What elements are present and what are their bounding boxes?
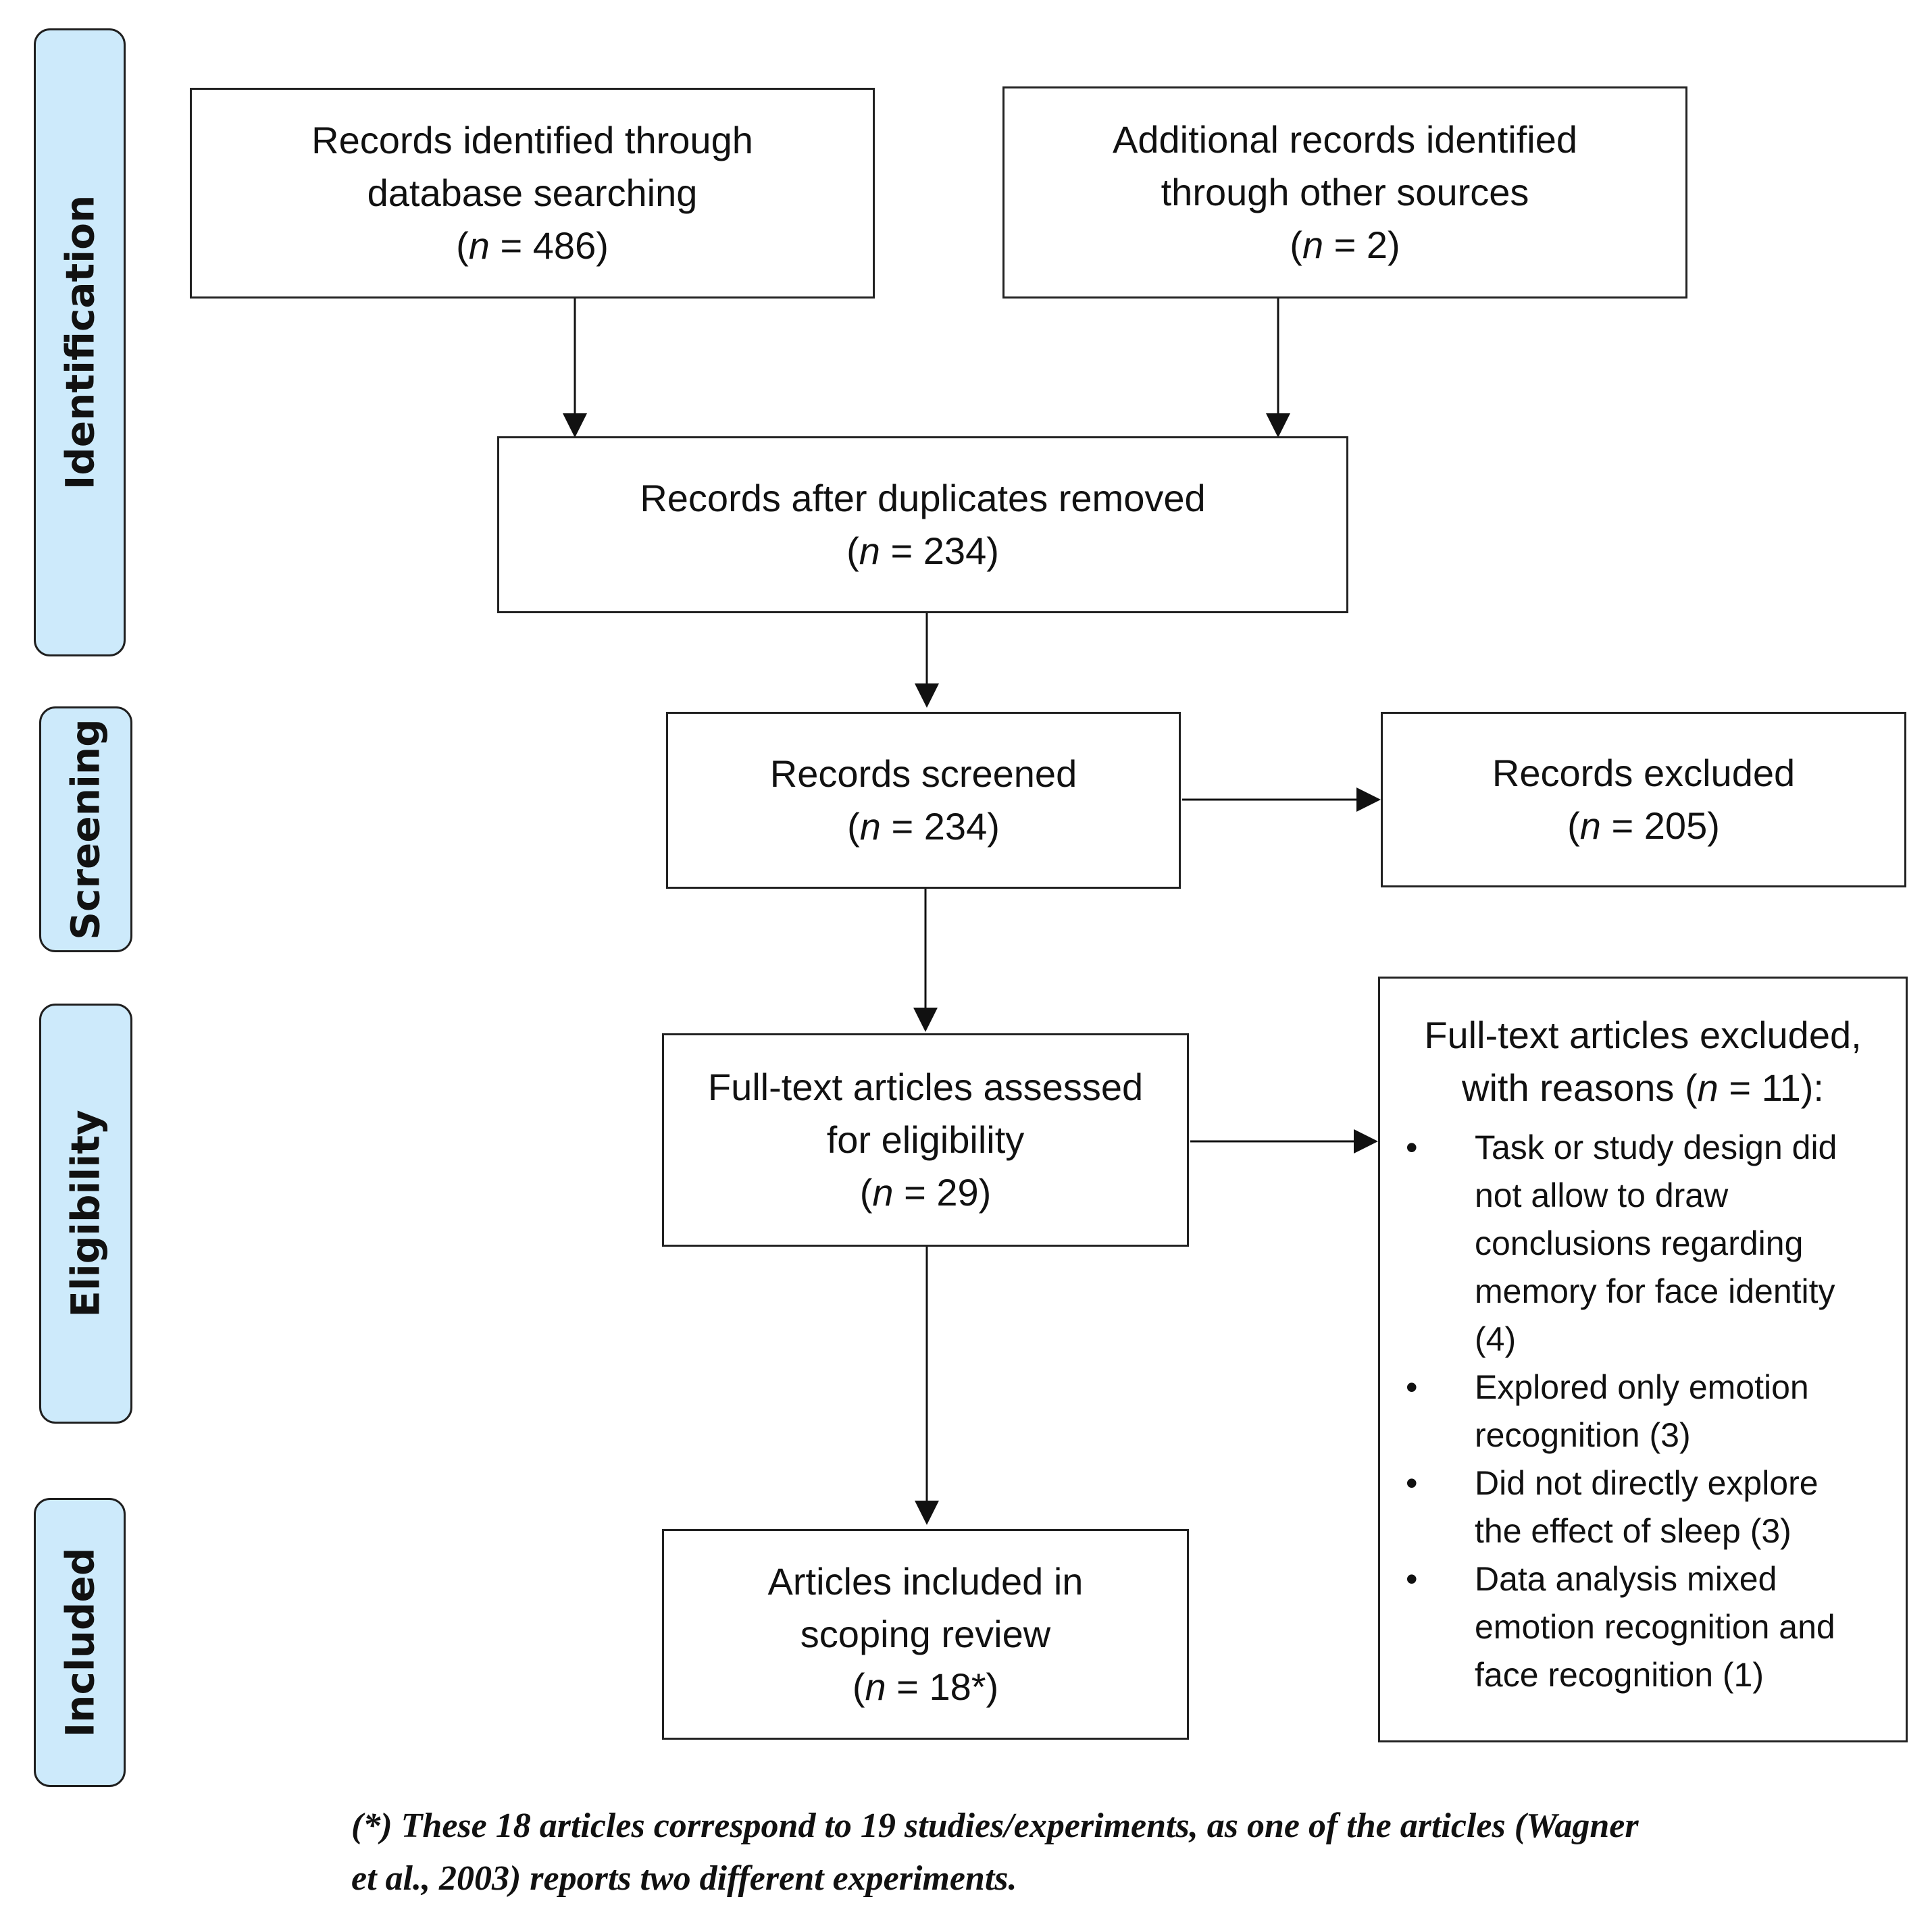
box-database-records: Records identified through database sear… <box>190 88 875 299</box>
arrow-screened-to-excluded <box>1182 787 1381 812</box>
box-count: (n = 234) <box>846 529 999 572</box>
box-text: scoping review <box>800 1613 1051 1655</box>
exclusion-reason: Task or study design did not allow to dr… <box>1406 1124 1906 1364</box>
phase-screening: Screening <box>39 706 132 952</box>
box-text: Records excluded <box>1492 752 1796 794</box>
footnote: (*) These 18 articles correspond to 19 s… <box>351 1807 1639 1898</box>
arrow-screened-to-fulltext <box>913 889 938 1032</box>
box-text: Full-text articles excluded, <box>1424 1014 1862 1056</box>
box-count: (n = 29) <box>859 1171 992 1214</box>
phase-included: Included <box>34 1498 126 1787</box>
box-count: (n = 234) <box>847 805 1000 848</box>
box-text: database searching <box>367 172 698 214</box>
arrow-database-to-duplicates <box>563 299 587 438</box>
box-text: Full-text articles assessed <box>707 1066 1144 1108</box>
phase-label: Identification <box>57 195 103 490</box>
box-text: Records identified through <box>311 119 753 161</box>
box-text: Records screened <box>769 752 1077 795</box>
arrow-other-to-duplicates <box>1266 299 1290 438</box>
exclusion-reasons-list: Task or study design did not allow to dr… <box>1380 1124 1906 1699</box>
box-count: (n = 486) <box>456 224 609 267</box>
box-after-duplicates: Records after duplicates removed (n = 23… <box>497 436 1348 613</box>
box-other-records: Additional records identified through ot… <box>1002 86 1687 299</box>
phase-eligibility: Eligibility <box>39 1004 132 1424</box>
box-count: (n = 205) <box>1567 804 1720 847</box>
box-count: with reasons (n = 11): <box>1462 1066 1824 1109</box>
box-text: through other sources <box>1161 171 1529 213</box>
box-fulltext-assessed: Full-text articles assessed for eligibil… <box>662 1033 1189 1247</box>
box-articles-included: Articles included in scoping review (n =… <box>662 1529 1189 1740</box>
phase-label: Screening <box>63 719 109 940</box>
arrow-duplicates-to-screened <box>915 613 939 708</box>
box-count: (n = 2) <box>1290 224 1400 266</box>
box-text: Additional records identified <box>1113 118 1577 161</box>
arrow-fulltext-to-included <box>915 1247 939 1525</box>
exclusion-reason: Explored only emotion recognition (3) <box>1406 1364 1906 1459</box>
box-fulltext-excluded: Full-text articles excluded, with reason… <box>1378 977 1908 1742</box>
box-count: (n = 18*) <box>852 1665 999 1708</box>
phase-label: Eligibility <box>63 1110 109 1318</box>
box-text: Articles included in <box>767 1560 1084 1603</box>
arrow-fulltext-to-excluded-reasons <box>1190 1129 1378 1154</box>
phase-identification: Identification <box>34 28 126 656</box>
exclusion-reason: Did not directly explore the effect of s… <box>1406 1459 1906 1555</box>
box-records-excluded: Records excluded (n = 205) <box>1381 712 1906 887</box>
box-text: for eligibility <box>826 1118 1025 1161</box>
box-text: Records after duplicates removed <box>640 477 1206 519</box>
phase-label: Included <box>57 1547 103 1738</box>
exclusion-reason: Data analysis mixed emotion recognition … <box>1406 1555 1906 1699</box>
box-records-screened: Records screened (n = 234) <box>666 712 1181 889</box>
